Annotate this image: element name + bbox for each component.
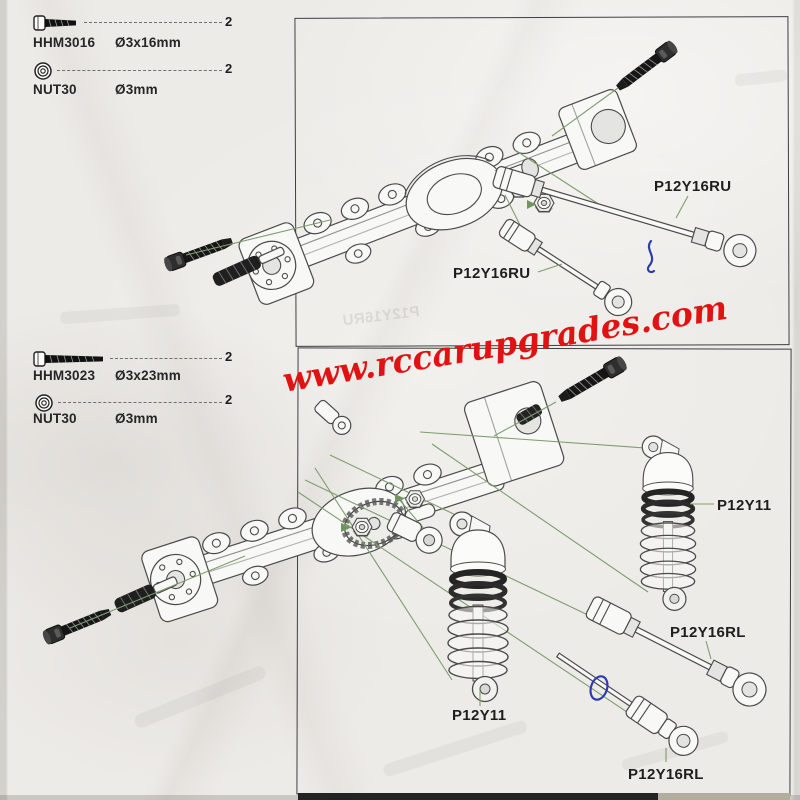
qty-value: 2 [225, 61, 233, 76]
nut30 [404, 489, 426, 509]
nut30 [351, 517, 373, 537]
photo-edge-dark [298, 793, 658, 800]
pen-mark [589, 675, 609, 701]
photo-edge-tan [658, 793, 790, 800]
link-rod-p12y16rl [555, 652, 699, 756]
screw-hhm3016 [162, 233, 236, 273]
part-number: NUT30 [33, 411, 77, 426]
screw-hhm3016 [612, 38, 680, 95]
label-leader [675, 195, 689, 219]
ghost-label: P12Y16RU [342, 303, 421, 329]
flanged-nut-icon [34, 62, 52, 80]
front-axle-diagram: P12Y16RU [60, 38, 787, 329]
part-label-p12y16ru-1: P12Y16RU [654, 178, 731, 195]
ball-link [314, 399, 352, 436]
part-label-p12y16rl-2: P12Y16RL [628, 766, 704, 783]
qty-value: 2 [225, 14, 233, 29]
shock-absorber-p12y11 [640, 436, 695, 610]
part-number: NUT30 [33, 82, 77, 97]
qty-value: 2 [225, 392, 233, 407]
part-label-p12y16rl-1: P12Y16RL [670, 624, 746, 641]
flanged-nut-icon [35, 394, 53, 412]
front-axle-assembly [238, 89, 637, 305]
rear-axle-diagram: P12Y11 P12Y16RL P12Y11 P12Y16RL [40, 354, 771, 783]
legend-leader [110, 358, 222, 359]
label-leader [537, 263, 563, 273]
legend-leader [57, 70, 222, 71]
link-rod-p12y16ru [492, 166, 757, 268]
part-size: Ø3x23mm [115, 368, 181, 383]
part-label-p12y11-right: P12Y11 [717, 497, 771, 514]
screw-hhm3023 [555, 354, 630, 407]
legend-leader [58, 402, 222, 403]
ball-link [386, 512, 443, 554]
part-number: HHM3023 [33, 368, 96, 383]
drive-stub [212, 246, 285, 286]
shock-absorber-p12y11 [448, 512, 508, 702]
pen-mark [646, 239, 656, 274]
cap-screw-icon [33, 15, 76, 31]
part-size: Ø3mm [115, 82, 158, 97]
part-size: Ø3x16mm [115, 35, 181, 50]
part-number: HHM3016 [33, 35, 96, 50]
label-leader [705, 640, 712, 660]
part-label-p12y16ru-2: P12Y16RU [453, 265, 530, 282]
link-rod-p12y16ru [498, 218, 633, 317]
part-label-p12y11-left: P12Y11 [452, 707, 506, 724]
part-size: Ø3mm [115, 411, 158, 426]
qty-value: 2 [225, 349, 233, 364]
link-rod-p12y16rl [585, 596, 767, 707]
cap-screw-icon [33, 351, 103, 367]
legend-leader [84, 22, 222, 23]
